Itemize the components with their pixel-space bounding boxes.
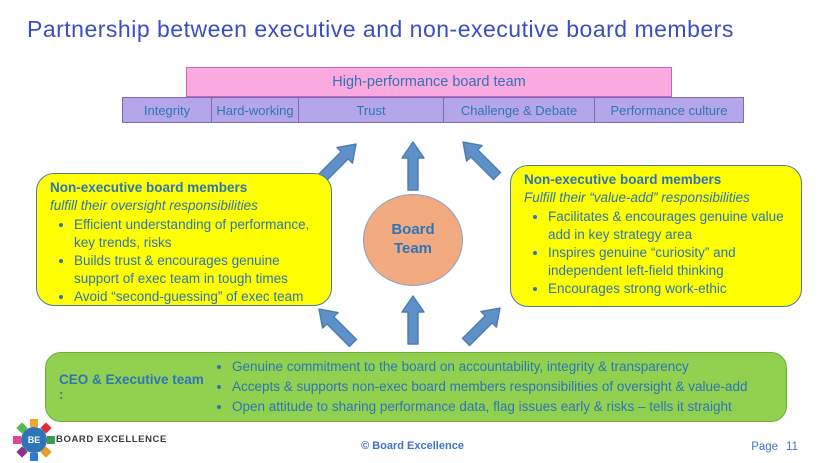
logo-be-badge: BE (21, 427, 47, 453)
ceo-team-label: CEO & Executive team : (59, 372, 204, 402)
left-box-title: Non-executive board members (50, 180, 248, 195)
board-excellence-logo: BE (8, 414, 60, 463)
board-team-line2: Team (393, 240, 433, 257)
page-number: Page 11 (751, 441, 798, 453)
arrow-up-right-icon (461, 307, 501, 347)
list-item: Accepts & supports non-exec board member… (232, 377, 748, 397)
logo-shape-icon (13, 436, 21, 444)
page-label: Page (751, 441, 779, 453)
value-cell-performance-culture: Performance culture (594, 97, 744, 123)
left-box-bullets: Efficient understanding of performance, … (50, 216, 323, 306)
list-item: Genuine commitment to the board on accou… (232, 357, 748, 377)
list-item: Open attitude to sharing performance dat… (232, 397, 748, 417)
board-team-circle: Board Team (363, 194, 463, 286)
ceo-executive-team-box: CEO & Executive team : Genuine commitmen… (45, 352, 787, 422)
value-cell-trust: Trust (298, 97, 444, 123)
high-performance-banner: High-performance board team (186, 67, 672, 97)
right-box-title: Non-executive board members (524, 172, 722, 187)
list-item: Inspires genuine “curiosity” and indepen… (548, 244, 793, 280)
list-item: Encourages strong work-ethic (548, 280, 793, 298)
left-box-subtitle: fulfill their oversight responsibilities (50, 197, 258, 213)
arrow-up-icon (401, 141, 425, 191)
value-cell-hard-working: Hard-working (211, 97, 299, 123)
value-add-responsibilities-box: Non-executive board members Fulfill thei… (510, 165, 802, 307)
oversight-responsibilities-box: Non-executive board members fulfill thei… (36, 173, 332, 306)
value-cell-integrity: Integrity (122, 97, 212, 123)
logo-wordmark: BOARD EXCELLENCE (56, 434, 167, 445)
footer-copyright: © Board Excellence (361, 440, 464, 452)
slide-title: Partnership between executive and non-ex… (27, 16, 734, 42)
board-values-row: Integrity Hard-working Trust Challenge &… (122, 97, 747, 123)
ceo-team-bullets: Genuine commitment to the board on accou… (204, 357, 748, 418)
right-box-bullets: Facilitates & encourages genuine value a… (524, 208, 793, 298)
board-team-line1: Board (391, 221, 435, 239)
logo-shape-icon (30, 453, 38, 461)
value-cell-challenge-debate: Challenge & Debate (443, 97, 595, 123)
arrow-up-left-icon (318, 308, 358, 348)
list-item: Builds trust & encourages genuine suppor… (74, 252, 323, 288)
arrow-up-icon (401, 295, 425, 345)
logo-shape-icon (30, 419, 38, 427)
list-item: Facilitates & encourages genuine value a… (548, 208, 793, 244)
page-number-value: 11 (786, 441, 798, 453)
list-item: Avoid “second-guessing” of exec team (74, 288, 323, 306)
logo-shape-icon (47, 436, 55, 444)
arrow-up-left-icon (462, 141, 502, 181)
right-box-subtitle: Fulfill their “value-add” responsibiliti… (524, 189, 750, 205)
list-item: Efficient understanding of performance, … (74, 216, 323, 252)
